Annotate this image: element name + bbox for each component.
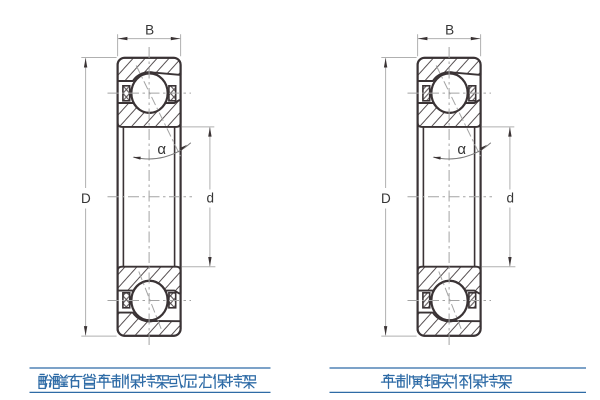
svg-text:d: d [507,191,515,206]
svg-text:α: α [157,141,166,158]
svg-text:B: B [445,23,454,38]
svg-text:D: D [381,191,391,206]
svg-text:d: d [207,191,215,206]
svg-text:α: α [457,141,466,158]
svg-text:B: B [145,23,154,38]
svg-text:D: D [81,191,91,206]
